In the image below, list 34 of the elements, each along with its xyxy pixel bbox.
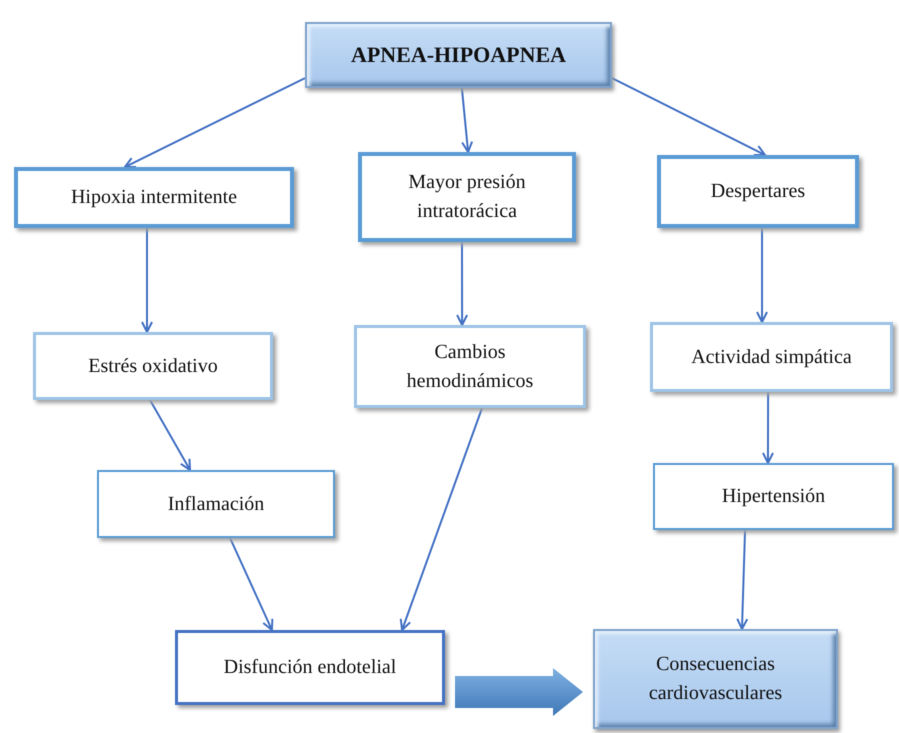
box-label: APNEA-HIPOAPNEA — [350, 41, 566, 70]
process-box — [175, 630, 445, 705]
arrow — [756, 228, 768, 323]
box-label: Disfunción endotelial — [224, 655, 396, 680]
process-box — [354, 325, 586, 408]
process-box — [358, 152, 576, 242]
arrow — [736, 530, 748, 630]
box-label: Cambios hemodinámicos — [406, 340, 534, 394]
process-box — [97, 470, 335, 538]
process-box — [657, 155, 859, 228]
box-label: Estrés oxidativo — [88, 354, 218, 378]
process-box — [14, 167, 294, 228]
arrow — [460, 88, 474, 153]
arrow — [149, 400, 192, 471]
arrow — [762, 392, 774, 464]
box-label: Mayor presión intratorácica — [407, 170, 527, 224]
block-arrow — [455, 668, 583, 716]
arrow — [400, 408, 483, 631]
process-box — [650, 322, 893, 392]
highlight-box — [593, 629, 838, 729]
process-box — [653, 463, 894, 530]
arrow — [229, 538, 274, 631]
arrow — [456, 242, 468, 326]
box-label: Consecuencias cardiovasculares — [648, 652, 784, 706]
box-label: Inflamación — [168, 492, 264, 516]
box-label: Despertares — [710, 179, 806, 204]
arrow — [124, 77, 306, 168]
box-label: Hipertensión — [722, 484, 826, 509]
process-box — [33, 332, 273, 400]
box-label: Hipoxia intermitente — [70, 185, 238, 210]
arrow — [141, 228, 153, 333]
highlight-box — [305, 22, 612, 88]
box-label: Actividad simpática — [691, 344, 852, 370]
arrow — [612, 77, 766, 156]
